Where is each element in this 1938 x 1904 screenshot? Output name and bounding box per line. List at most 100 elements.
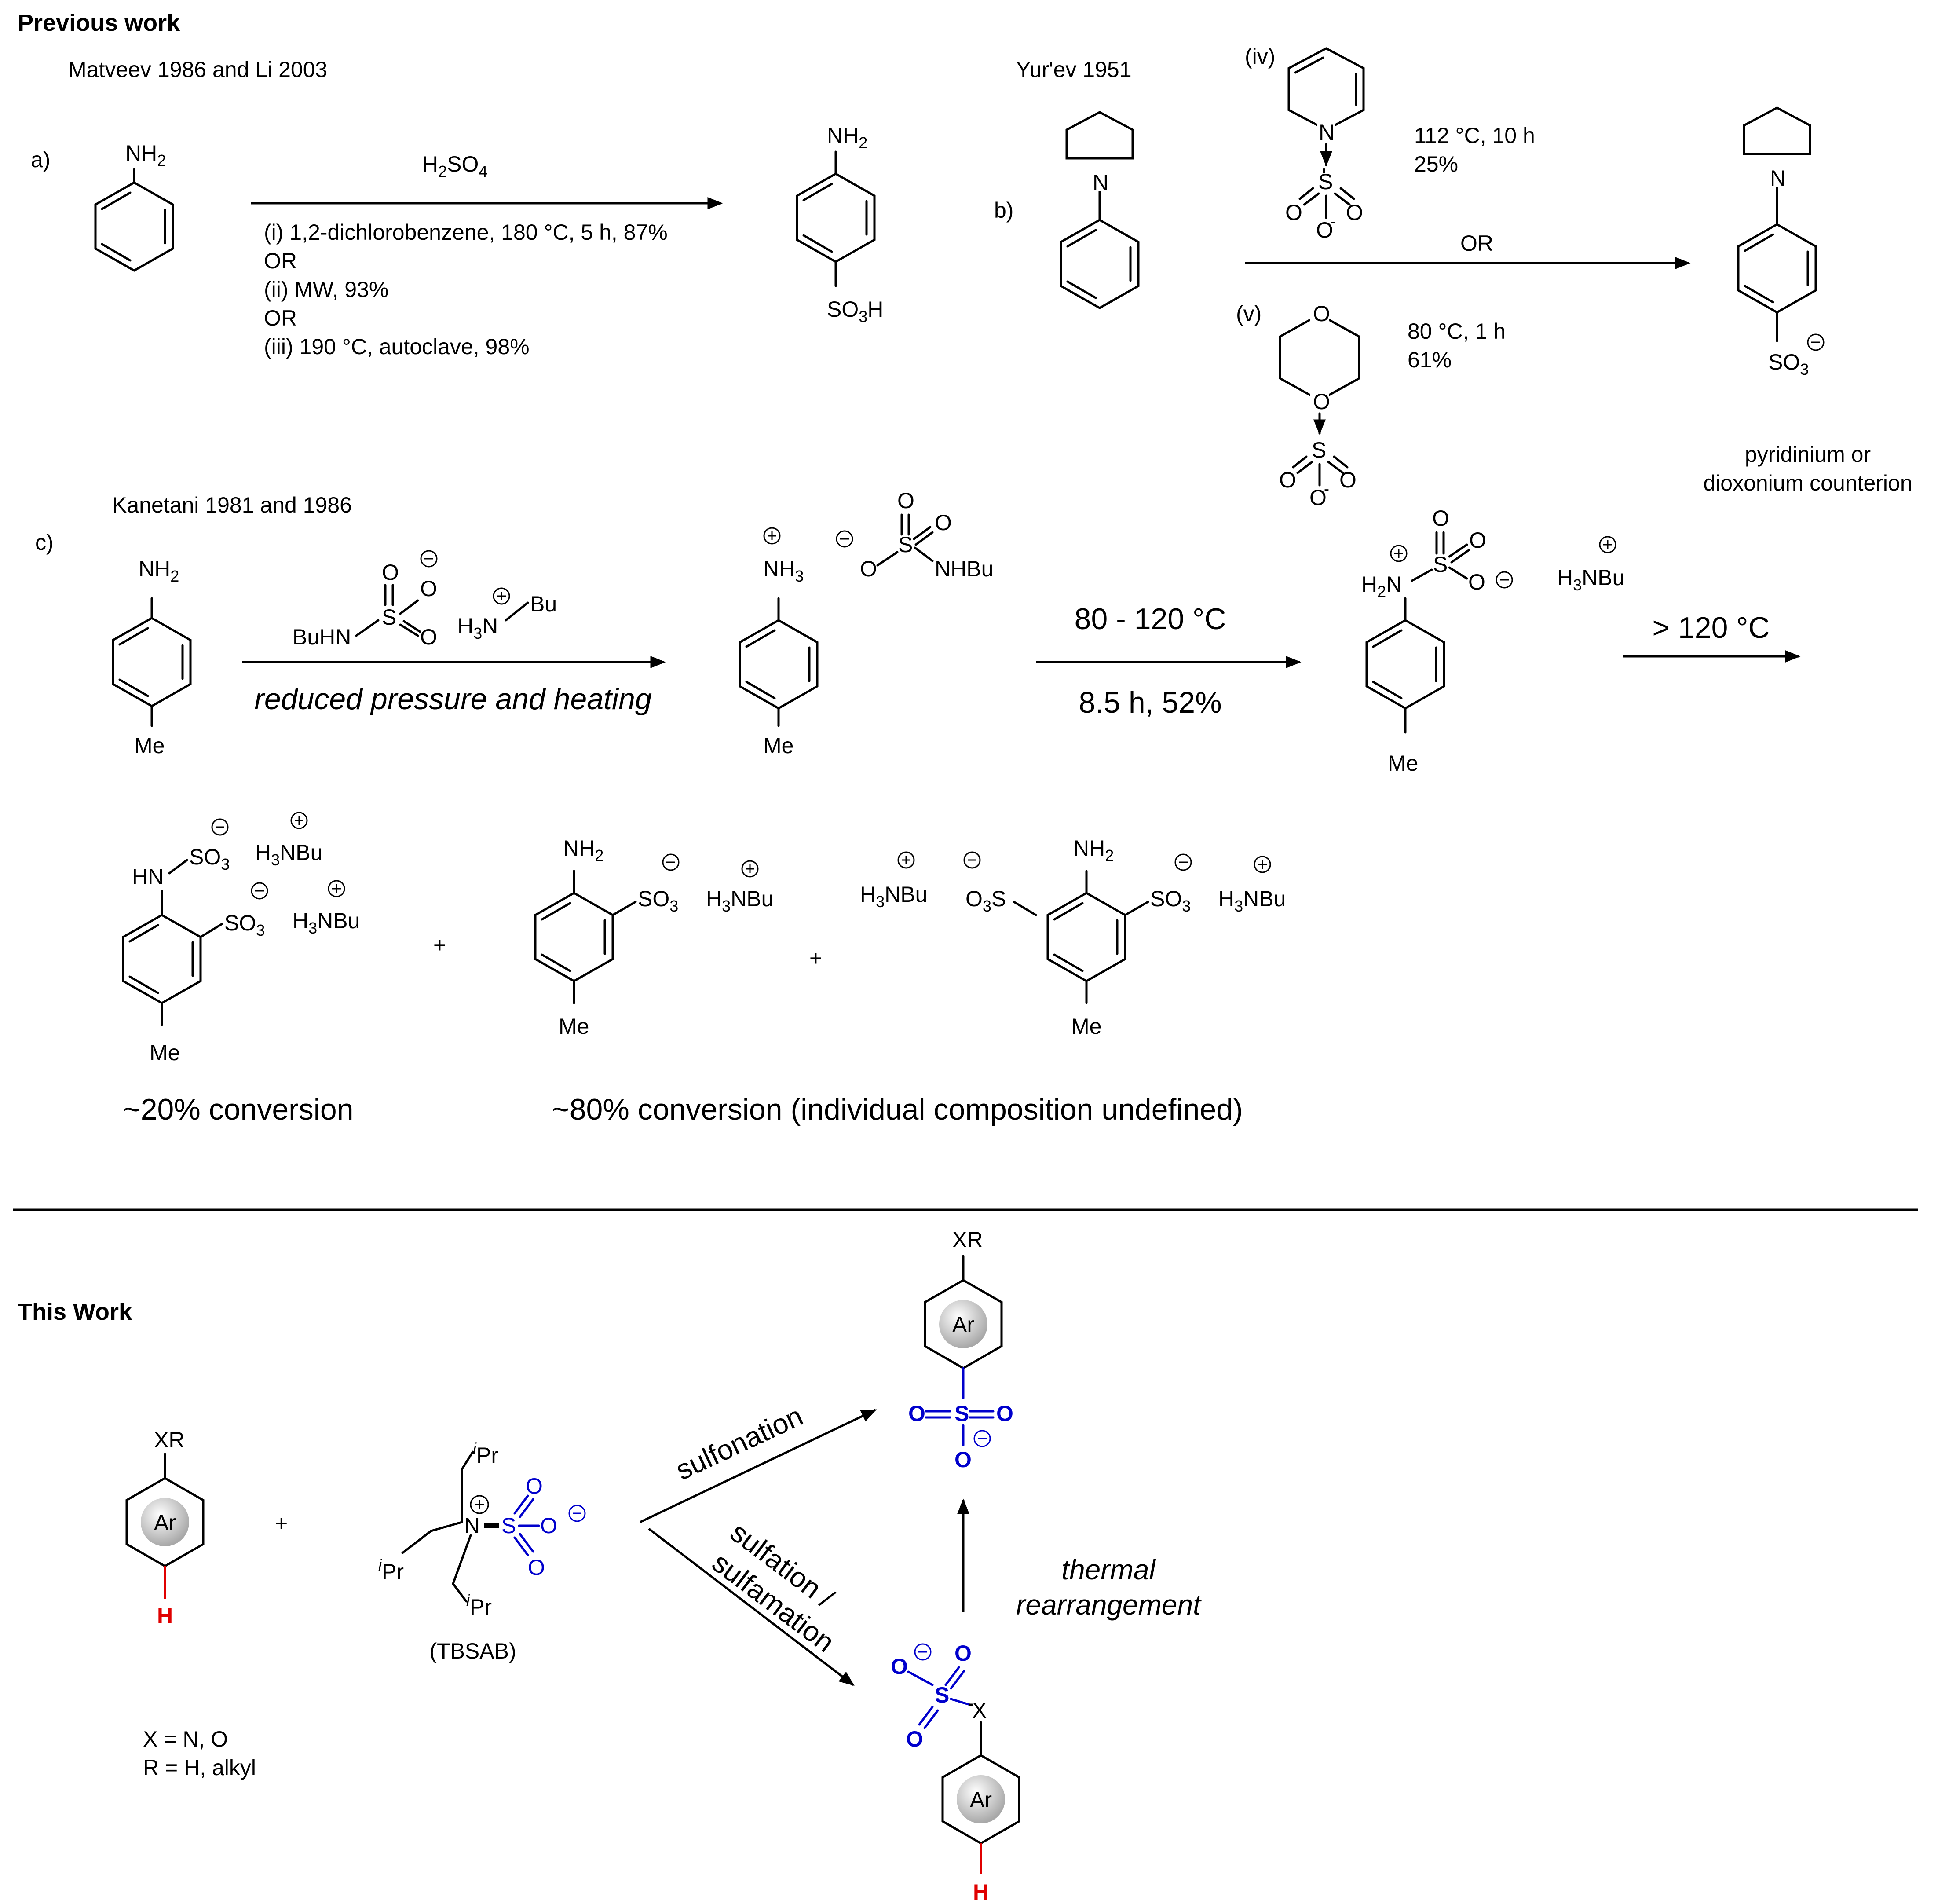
svg-text:O: O [1468,570,1485,594]
svg-text:Me: Me [150,1040,180,1065]
label-iv: (iv) [1245,44,1275,69]
product-c-sulfamate-sulfonate-structure: SO3 H3NBu HN SO3 H3NBu Me [122,812,360,1065]
svg-text:(ii) MW, 93%: (ii) MW, 93% [264,277,388,302]
svg-text:Me: Me [1388,751,1418,776]
svg-text:OR: OR [264,306,297,330]
conversion-20: ~20% conversion [123,1093,354,1126]
svg-text:H3NBu: H3NBu [293,908,360,937]
svg-text:25%: 25% [1414,152,1458,176]
svg-text:S: S [935,1683,949,1707]
citation-b: Yur'ev 1951 [1016,57,1132,82]
variables-definition: X = N, O R = H, alkyl [143,1727,256,1780]
svg-text:NHBu: NHBu [935,557,993,581]
svg-text:S: S [898,532,913,557]
svg-text:O: O [891,1654,908,1679]
svg-text:Ar: Ar [154,1510,176,1535]
n-phenylpyrrolidine-structure: N [1060,111,1140,309]
svg-text:H3NBu: H3NBu [1557,565,1624,594]
butylsulfamate-salt-structure: BuHN S O O O H3N Bu [293,550,557,649]
svg-text:SO3H: SO3H [827,297,883,326]
svg-text:NH2: NH2 [1073,836,1114,864]
svg-text:O: O [1313,389,1330,414]
aniline-structure: NH2 [94,141,174,272]
svg-text:SO3: SO3 [1768,350,1809,378]
svg-text:O: O [954,1641,972,1666]
label-c: c) [35,530,54,555]
svg-text:O: O [908,1401,925,1426]
svg-text:O: O [1432,506,1449,531]
svg-text:(i) 1,2-dichlorobenzene, 180 °: (i) 1,2-dichlorobenzene, 180 °C, 5 h, 87… [264,220,668,245]
plus-c1: + [433,933,446,957]
svg-text:Me: Me [134,733,165,758]
product-c-aminosulfonate-structure: NH2 SO3 H3NBu Me [534,836,773,1039]
svg-text:thermal: thermal [1061,1554,1156,1585]
svg-text:O: O [382,560,399,585]
svg-text:SO3: SO3 [189,845,230,873]
svg-text:O: O [897,488,914,513]
svg-text:SO3: SO3 [1150,886,1191,915]
svg-text:O: O [420,625,437,649]
svg-text:O: O [860,557,877,581]
svg-text:Me: Me [763,733,793,758]
svg-text:-: - [1324,480,1329,498]
conditions-a: (i) 1,2-dichlorobenzene, 180 °C, 5 h, 87… [264,220,668,359]
plus-this-work: + [275,1511,288,1536]
pyrrolidinyl-benzenesulfonate-structure: N SO3 [1737,106,1825,378]
svg-text:BuHN: BuHN [293,625,351,649]
svg-text:-: - [1331,212,1336,230]
svg-text:N: N [1319,120,1335,145]
svg-text:X = N, O: X = N, O [143,1727,228,1751]
svg-text:O: O [1279,468,1296,492]
svg-text:S: S [954,1401,969,1426]
svg-text:S: S [1312,438,1326,462]
svg-text:H: H [157,1604,173,1628]
svg-text:NH2: NH2 [827,123,867,152]
anilinium-sulfamate-salt-structure: NH3 Me O S O O NHBu [739,488,993,758]
svg-text:(iii) 190 °C, autoclave, 98%: (iii) 190 °C, autoclave, 98% [264,334,530,359]
tbsab-structure: iPr iPr iPr N S O O O [378,1439,586,1619]
or-text-b: OR [1460,231,1493,256]
svg-text:iPr: iPr [466,1591,492,1619]
conditions-c3: > 120 °C [1652,611,1770,644]
conditions-c1: reduced pressure and heating [254,682,652,716]
svg-text:S: S [1318,169,1333,194]
conversion-80: ~80% conversion (individual composition … [552,1093,1243,1126]
label-a: a) [31,147,50,172]
tbsab-name: (TBSAB) [429,1639,516,1663]
label-v: (v) [1236,301,1262,326]
svg-text:O: O [935,510,952,535]
svg-text:Me: Me [559,1014,589,1039]
reagent-h2so4: H2SO4 [422,152,487,180]
svg-text:112 °C, 10 h: 112 °C, 10 h [1414,123,1535,148]
sulfonation-label: sulfonation [671,1400,808,1486]
svg-text:R = H, alkyl: R = H, alkyl [143,1755,256,1780]
svg-text:O: O [954,1447,972,1472]
svg-text:S: S [501,1513,516,1538]
svg-text:O: O [996,1401,1013,1426]
svg-text:Ar: Ar [952,1312,974,1337]
svg-text:80 - 120 °C: 80 - 120 °C [1075,602,1226,636]
svg-text:H3NBu: H3NBu [1218,886,1286,915]
svg-text:O: O [1309,485,1327,510]
svg-text:SO3: SO3 [224,911,265,939]
svg-text:XR: XR [952,1227,983,1252]
svg-text:N: N [1093,170,1108,195]
svg-text:S: S [1433,552,1448,577]
svg-text:NH2: NH2 [125,141,166,169]
svg-text:H2N: H2N [1361,572,1402,600]
svg-text:SO3: SO3 [638,886,678,915]
svg-text:H3N: H3N [457,614,498,642]
svg-text:O: O [1285,200,1302,225]
svg-text:rearrangement: rearrangement [1016,1589,1202,1621]
svg-text:HN: HN [132,864,164,889]
svg-text:H3NBu: H3NBu [706,886,773,915]
svg-text:O: O [1469,528,1486,553]
svg-text:O: O [528,1555,545,1580]
label-b: b) [994,198,1013,223]
sulfanilic-acid-structure: NH2 SO3H [796,123,883,326]
svg-text:NH2: NH2 [563,836,603,864]
svg-text:H3NBu: H3NBu [255,840,322,869]
svg-text:Me: Me [1071,1014,1101,1039]
conditions-v: 80 °C, 1 h 61% [1408,319,1506,372]
